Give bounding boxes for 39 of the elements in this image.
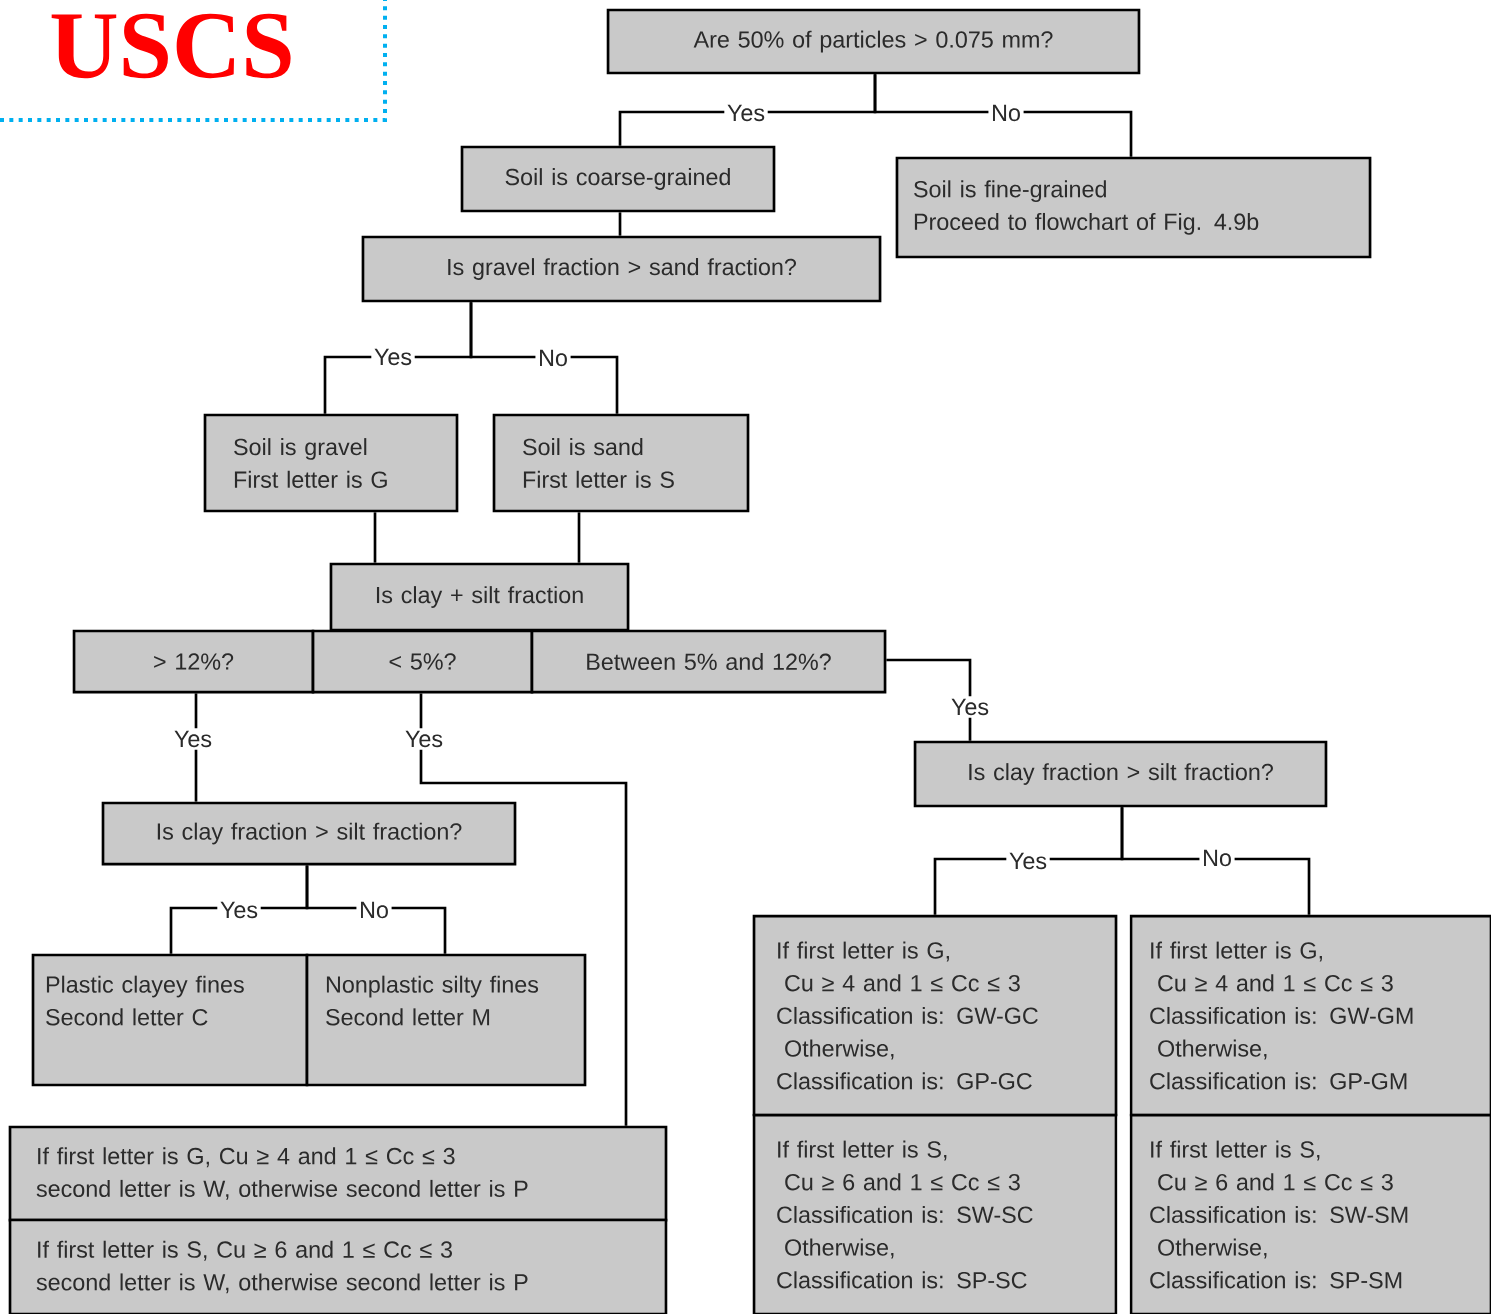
connector-line [1120, 807, 1311, 915]
edge-label: Yes [948, 696, 992, 718]
edge-label: Yes [371, 346, 415, 368]
process-box: Soil is sand First letter is S [492, 413, 750, 513]
edge-label: No [535, 347, 571, 369]
title: USCS [51, 13, 291, 79]
process-box: > 12%? [72, 629, 315, 694]
process-box: Soil is coarse-grained [460, 145, 776, 213]
process-box: If first letter is S, Cu ≥ 6 and 1 ≤ Cc ≤ 3 Classification is: SW-SC Otherwise, Classification is: SP-SC [752, 1113, 1118, 1314]
edge-label: Yes [724, 102, 768, 124]
process-box: If first letter is S, Cu ≥ 6 and 1 ≤ Cc ≤ 3 Classification is: SW-SM Otherwise, Classification is: SP-SM [1129, 1113, 1491, 1314]
process-box: If first letter is G, Cu ≥ 4 and 1 ≤ Cc ≤ 3 Classification is: GW-GC Otherwise, Classification is: GP-GC [752, 914, 1118, 1117]
process-box: Between 5% and 12%? [530, 629, 887, 694]
process-box: Are 50% of particles > 0.075 mm? [606, 8, 1141, 75]
edge-label: No [356, 899, 392, 921]
edge-label: No [1199, 847, 1235, 869]
process-box: Is clay + silt fraction [329, 562, 630, 632]
process-box: < 5%? [311, 629, 534, 694]
connector-line [886, 658, 972, 741]
connector-line [873, 74, 1133, 157]
process-box: If first letter is G, Cu ≥ 4 and 1 ≤ Cc ≤ 3 Classification is: GW-GM Otherwise, Classification is: GP-GM [1129, 914, 1491, 1117]
edge-label: Yes [402, 728, 446, 750]
edge-label: Yes [217, 899, 261, 921]
process-box: Is gravel fraction > sand fraction? [361, 235, 882, 303]
process-box: Nonplastic silty fines Second letter M [305, 953, 587, 1087]
process-box: Is clay fraction > silt fraction? [101, 801, 517, 866]
process-box: Is clay fraction > silt fraction? [913, 740, 1328, 808]
process-box: Soil is fine-grained Proceed to flowchart of Fig. 4.9b [895, 156, 1372, 259]
connector-line [373, 512, 377, 563]
edge-label: No [988, 102, 1024, 124]
connector-line [419, 693, 628, 1126]
process-box: Plastic clayey fines Second letter C [31, 953, 309, 1087]
edge-label: Yes [1006, 850, 1050, 872]
connector-line [618, 212, 622, 236]
process-box: If first letter is G, Cu ≥ 4 and 1 ≤ Cc ≤ 3 second letter is W, otherwise second letter is P [8, 1125, 668, 1222]
connector-line [577, 512, 581, 563]
process-box: If first letter is S, Cu ≥ 6 and 1 ≤ Cc ≤ 3 second letter is W, otherwise second letter is P [8, 1218, 668, 1314]
process-box: Soil is gravel First letter is G [203, 413, 459, 513]
edge-label: Yes [171, 728, 215, 750]
